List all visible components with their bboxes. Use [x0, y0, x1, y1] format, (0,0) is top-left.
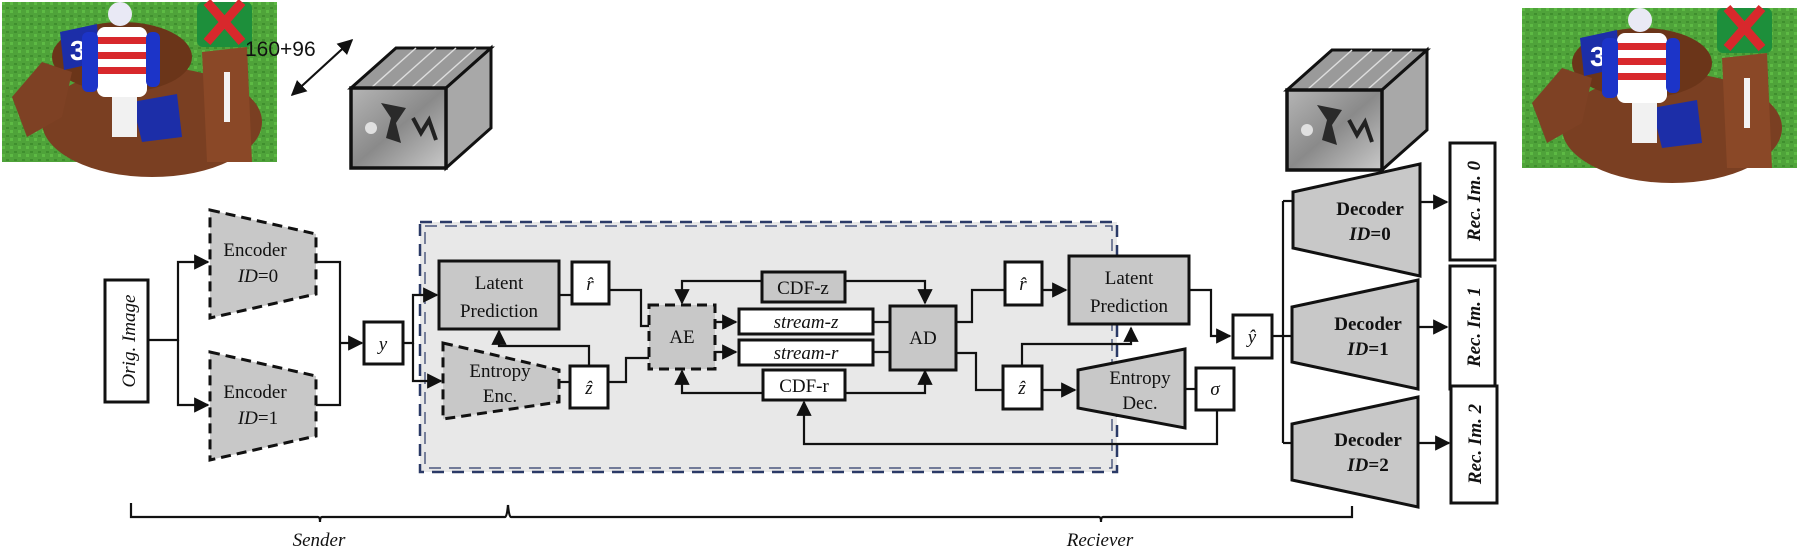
svg-text:ID=2: ID=2 [1346, 455, 1388, 476]
svg-text:ID=1: ID=1 [1346, 339, 1388, 360]
z-hat-sender: ẑ [568, 364, 610, 410]
svg-text:ID=0: ID=0 [1348, 224, 1390, 245]
svg-text:Rec. Im. 2: Rec. Im. 2 [1465, 403, 1486, 485]
latent-feature-cube-receiver [1285, 48, 1429, 172]
svg-text:AD: AD [909, 328, 936, 349]
original-image [2, 2, 277, 177]
encoder-1-id-value: =1 [258, 408, 278, 429]
svg-text:Decoder: Decoder [1334, 314, 1402, 335]
encoder-0-label: Encoder [223, 240, 287, 261]
decoder-0: Decoder ID=0 [1291, 162, 1422, 278]
original-image-input: Orig. Image [103, 278, 150, 404]
svg-text:CDF-r: CDF-r [779, 376, 829, 397]
original-image-label: Orig. Image [119, 295, 140, 388]
receiver-label: Reciever [1066, 530, 1134, 551]
svg-text:stream-z: stream-z [774, 312, 839, 333]
encoder-0: Encoder ID=0 [208, 208, 318, 320]
decoder-2: Decoder ID=2 [1290, 395, 1420, 509]
svg-text:Latent: Latent [475, 273, 524, 294]
svg-text:r̂: r̂ [1019, 274, 1027, 295]
svg-text:CDF-z: CDF-z [777, 278, 829, 299]
svg-text:Latent: Latent [1105, 268, 1154, 289]
svg-text:ẑ: ẑ [1017, 378, 1026, 399]
sender-brace: Sender [129, 503, 510, 551]
sigma: σ [1194, 366, 1236, 412]
svg-text:σ: σ [1210, 379, 1220, 400]
encoder-0-id-value: =0 [258, 266, 278, 287]
stream-z: stream-z [737, 307, 875, 336]
svg-text:ẑ: ẑ [584, 378, 593, 399]
depth-double-arrow [290, 38, 354, 97]
svg-text:Decoder: Decoder [1336, 199, 1404, 220]
svg-text:Dec.: Dec. [1122, 393, 1157, 414]
svg-text:Enc.: Enc. [483, 386, 517, 407]
svg-text:r̂: r̂ [586, 274, 594, 295]
svg-text:Rec. Im. 0: Rec. Im. 0 [1464, 160, 1485, 242]
y-hat: ŷ [1231, 313, 1274, 360]
z-hat-receiver: ẑ [1001, 364, 1044, 411]
svg-text:Entropy: Entropy [1109, 368, 1171, 389]
sender-label: Sender [293, 530, 346, 551]
svg-text:Decoder: Decoder [1334, 430, 1402, 451]
stream-r: stream-r [737, 338, 875, 367]
arithmetic-encoder: AE [647, 303, 717, 371]
r-hat-receiver: r̂ [1003, 260, 1044, 307]
latent-feature-cube-sender [349, 46, 493, 170]
latent-prediction-receiver: Latent Prediction [1067, 254, 1191, 326]
cdf-r: CDF-r [761, 368, 847, 402]
latent-dimension-annotation: 160+96 [245, 38, 354, 97]
svg-text:Prediction: Prediction [1090, 296, 1169, 317]
svg-text:stream-r: stream-r [774, 343, 839, 364]
r-hat-sender: r̂ [570, 260, 611, 306]
encoder-1-label: Encoder [223, 382, 287, 403]
entropy-decoder: Entropy Dec. [1076, 347, 1187, 430]
encoder-0-id-label: ID [237, 266, 258, 287]
latent-channels-label: 160+96 [245, 38, 316, 61]
svg-text:ID=1: ID=1 [237, 408, 278, 429]
encoder-1-id-label: ID [237, 408, 258, 429]
svg-text:ID=0: ID=0 [237, 266, 278, 287]
cdf-z: CDF-z [760, 270, 847, 304]
entropy-encoder: Entropy Enc. [441, 341, 561, 421]
receiver-brace: Reciever [506, 504, 1354, 551]
svg-text:Prediction: Prediction [460, 301, 539, 322]
latent-y: y [362, 320, 405, 366]
encoder-1: Encoder ID=1 [208, 350, 318, 462]
latent-prediction-sender: Latent Prediction [437, 259, 561, 331]
svg-text:ŷ: ŷ [1246, 327, 1257, 348]
svg-text:AE: AE [669, 327, 694, 348]
reconstruction-1: Rec. Im. 1 [1448, 264, 1497, 391]
arithmetic-decoder: AD [888, 304, 958, 372]
svg-text:Entropy: Entropy [469, 361, 531, 382]
svg-text:Rec. Im. 1: Rec. Im. 1 [1464, 287, 1485, 368]
svg-text:y: y [377, 334, 388, 355]
reconstruction-2: Rec. Im. 2 [1449, 384, 1499, 505]
channel-region-border [418, 220, 1119, 474]
reconstruction-0: Rec. Im. 0 [1448, 141, 1497, 262]
decoder-1: Decoder ID=1 [1290, 278, 1420, 391]
reconstructed-image [1522, 8, 1797, 183]
